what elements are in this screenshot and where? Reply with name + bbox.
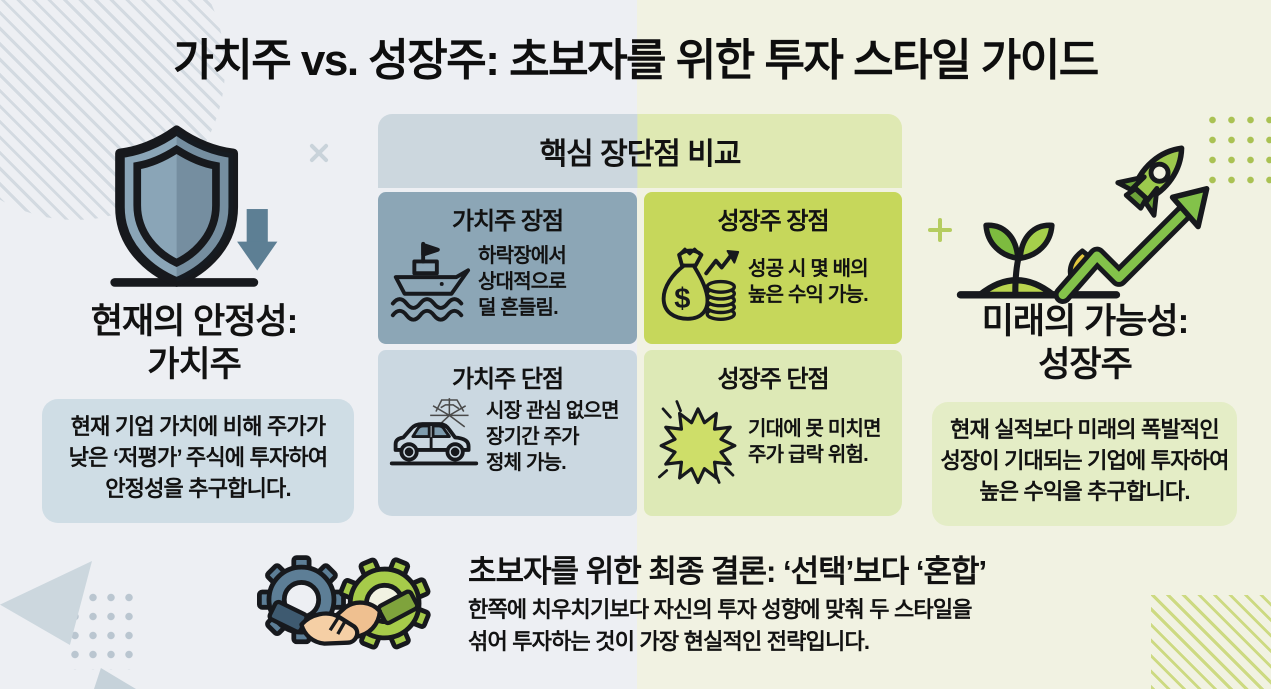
growth-description-line: 높은 수익을 추구합니다. xyxy=(979,478,1190,504)
value-description-line: 낮은 ‘저평가’ 주식에 투자하여 xyxy=(68,444,328,470)
growth-heading-line2: 성장주 xyxy=(1038,344,1133,384)
value-description-box: 현재 기업 가치에 비해 주가가 낮은 ‘저평가’ 주식에 투자하여 안정성을 … xyxy=(42,399,354,523)
cell-text: 기대에 못 미치면 주가 급락 위험. xyxy=(748,418,882,466)
cell-title: 가치주 단점 xyxy=(451,366,564,393)
cell-text: 성공 시 몇 배의 높은 수익 가능. xyxy=(748,258,869,306)
growth-description-line: 성장이 기대되는 기업에 투자하여 xyxy=(940,447,1229,473)
cell-text: 시장 관심 없으면 장기간 주가 정체 가능. xyxy=(486,400,620,474)
cell-growth-pros: 성장주 장점 xyxy=(644,192,902,344)
value-heading-line2: 가치주 xyxy=(147,344,242,384)
conclusion-text: 한쪽에 치우치기보다 자신의 투자 성향에 맞춰 두 스타일을 섞어 투자하는 … xyxy=(468,594,973,658)
dot-grid-decoration-green xyxy=(1203,110,1271,190)
cell-title: 성장주 장점 xyxy=(717,208,829,235)
cell-value-pros: 가치주 장점 하락장에서 xyxy=(378,192,637,344)
burst-icon xyxy=(657,400,737,485)
diagonal-stripes-decoration-bottom-right xyxy=(1151,595,1271,689)
plus-mark-decoration xyxy=(928,218,952,242)
cell-growth-cons: 성장주 단점 기대에 못 미치면 주가 급락 위험. xyxy=(644,350,902,516)
conclusion-line: 섞어 투자하는 것이 가장 현실적인 전략입니다. xyxy=(468,628,870,654)
svg-text:$: $ xyxy=(674,283,690,315)
shield-down-arrow-icon xyxy=(95,118,287,307)
ship-icon xyxy=(390,241,471,322)
growth-description-line: 현재 실적보다 미래의 폭발적인 xyxy=(950,417,1219,442)
value-heading-line1: 현재의 안정성: xyxy=(90,302,299,341)
growth-description-box: 현재 실적보다 미래의 폭발적인 성장이 기대되는 기업에 투자하여 높은 수익… xyxy=(932,402,1237,526)
value-description-line: 현재 기업 가치에 비해 주가가 xyxy=(70,414,326,439)
x-mark-decoration xyxy=(307,141,331,165)
cell-text: 하락장에서 상대적으로 덜 흔들림. xyxy=(478,245,567,319)
comparison-grid: 가치주 장점 하락장에서 xyxy=(378,192,902,516)
page-title: 가치주 vs. 성장주: 초보자를 위한 투자 스타일 가이드 xyxy=(173,36,1099,85)
cell-value-cons: 가치주 단점 xyxy=(378,350,637,516)
cell-title: 가치주 장점 xyxy=(451,208,564,235)
conclusion-heading: 초보자를 위한 최종 결론: ‘선택’보다 ‘혼합’ xyxy=(468,554,987,589)
money-bag-chart-icon: $ xyxy=(661,247,740,321)
value-description-line: 안정성을 추구합니다. xyxy=(105,475,291,501)
sprout-rocket-arrow-icon xyxy=(942,112,1230,312)
value-section-heading: 현재의 안정성: 가치주 xyxy=(18,301,370,386)
comparison-table-header: 핵심 장단점 비교 xyxy=(378,114,902,188)
comparison-table: 핵심 장단점 비교 가치주 장점 xyxy=(378,114,902,516)
car-cobweb-icon xyxy=(389,398,479,466)
conclusion-line: 한쪽에 치우치기보다 자신의 투자 성향에 맞춰 두 스타일을 xyxy=(468,597,973,622)
growth-heading-line1: 미래의 가능성: xyxy=(981,302,1190,341)
gears-handshake-icon xyxy=(246,540,442,689)
growth-section-heading: 미래의 가능성: 성장주 xyxy=(918,301,1252,386)
cell-title: 성장주 단점 xyxy=(717,366,829,393)
